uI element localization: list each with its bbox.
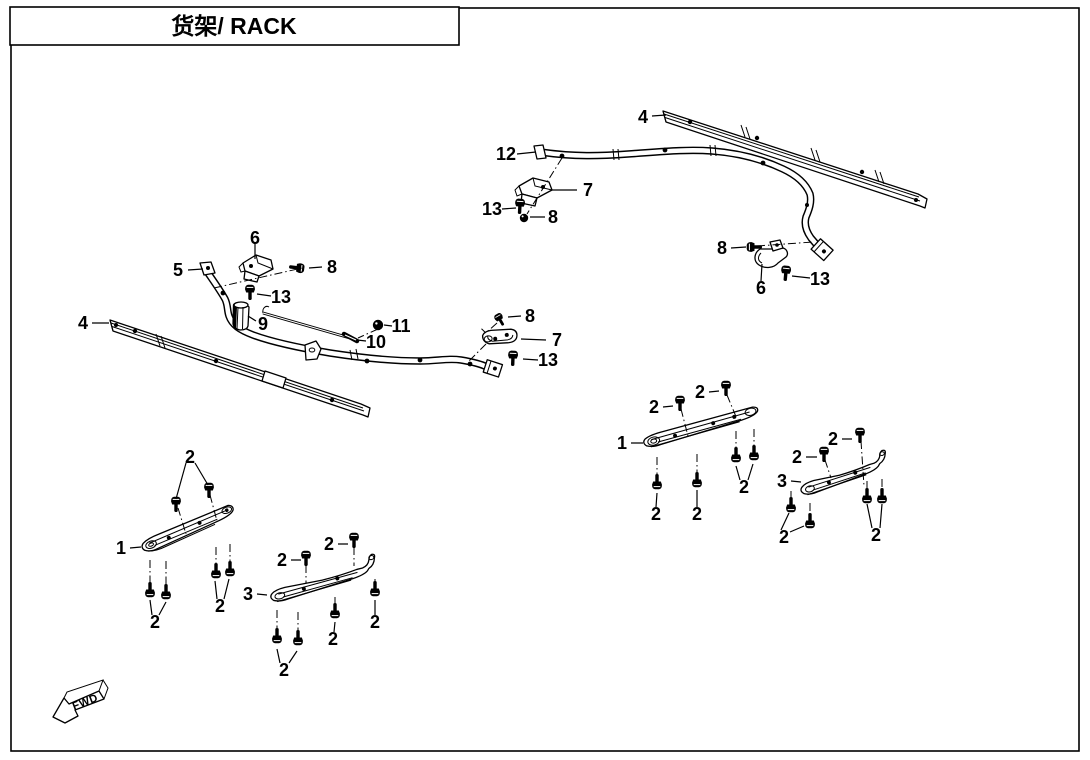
callout-bracket-7: 7 bbox=[552, 330, 562, 350]
callout-bracket-3: 3 bbox=[777, 471, 787, 491]
part-bracket-1-left bbox=[141, 504, 234, 552]
page-border bbox=[10, 7, 1080, 752]
callout-screw-2: 2 bbox=[779, 527, 789, 547]
part-front-rack-tube bbox=[199, 261, 504, 378]
callout-bolt-13: 13 bbox=[482, 199, 502, 219]
part-nut-8-rear-left bbox=[519, 213, 529, 223]
page-title: 货架/ RACK bbox=[171, 13, 297, 39]
callout-bracket-7: 7 bbox=[583, 180, 593, 200]
callout-screw-2: 2 bbox=[279, 660, 289, 680]
callout-bracket-1: 1 bbox=[617, 433, 627, 453]
callout-bolt-13: 13 bbox=[810, 269, 830, 289]
callout-screw-2: 2 bbox=[324, 534, 334, 554]
callout-bracket-1: 1 bbox=[116, 538, 126, 558]
part-rear-rack-bar bbox=[662, 110, 928, 209]
callout-screw-2: 2 bbox=[150, 612, 160, 632]
callout-rear-tube: 12 bbox=[496, 144, 516, 164]
callout-screw-2: 2 bbox=[695, 382, 705, 402]
callout-bracket-6: 6 bbox=[250, 228, 260, 248]
callout-front-bar: 4 bbox=[78, 313, 88, 333]
part-rear-rack-tube bbox=[533, 144, 834, 262]
callout-screw-2: 2 bbox=[651, 504, 661, 524]
callout-screw-2: 2 bbox=[739, 477, 749, 497]
callout-screw-2: 2 bbox=[277, 550, 287, 570]
callout-nut-8: 8 bbox=[525, 306, 535, 326]
callout-bolt-8: 8 bbox=[327, 257, 337, 277]
callout-screw-2: 2 bbox=[370, 612, 380, 632]
part-stay-rod-10 bbox=[262, 305, 360, 344]
part-bracket-3-right bbox=[800, 449, 886, 496]
callout-screw-2: 2 bbox=[328, 629, 338, 649]
part-bracket-1-right bbox=[643, 406, 759, 448]
callout-screw-2: 2 bbox=[792, 447, 802, 467]
callout-nut-8: 8 bbox=[548, 207, 558, 227]
callout-screw-2: 2 bbox=[692, 504, 702, 524]
part-front-rack-bar bbox=[109, 319, 371, 418]
callout-rod-10: 10 bbox=[366, 332, 386, 352]
callout-leader-lines bbox=[92, 114, 883, 664]
callout-cap-11: 11 bbox=[391, 316, 410, 336]
callout-screw-2: 2 bbox=[649, 397, 659, 417]
callout-bolt-13: 13 bbox=[538, 350, 558, 370]
callout-front-tube: 5 bbox=[173, 260, 183, 280]
callout-bracket-6: 6 bbox=[756, 278, 766, 298]
callout-screw-2: 2 bbox=[828, 429, 838, 449]
callout-bracket-3: 3 bbox=[243, 584, 253, 604]
callout-bolt-8: 8 bbox=[717, 238, 727, 258]
part-bracket-7-rear bbox=[514, 177, 553, 207]
callout-rubber-9: 9 bbox=[258, 314, 268, 334]
part-bracket-6-rear bbox=[754, 239, 789, 269]
title-box: 货架/ RACK bbox=[9, 6, 460, 46]
callout-screw-2: 2 bbox=[215, 596, 225, 616]
part-bracket-6-front bbox=[238, 254, 274, 283]
assembly-dashdot-lines bbox=[149, 157, 883, 631]
part-rubber-support-9 bbox=[232, 301, 250, 331]
callout-rear-bar: 4 bbox=[638, 107, 648, 127]
callout-screw-2: 2 bbox=[185, 447, 195, 467]
callout-numbers: 4 12 7 13 8 8 6 13 5 6 8 13 9 4 11 10 8 … bbox=[78, 107, 881, 680]
part-bracket-7-middle bbox=[481, 328, 518, 345]
part-cap-11 bbox=[372, 319, 384, 331]
part-bracket-3-left bbox=[270, 553, 376, 603]
callout-bolt-13: 13 bbox=[271, 287, 291, 307]
callout-screw-2: 2 bbox=[871, 525, 881, 545]
